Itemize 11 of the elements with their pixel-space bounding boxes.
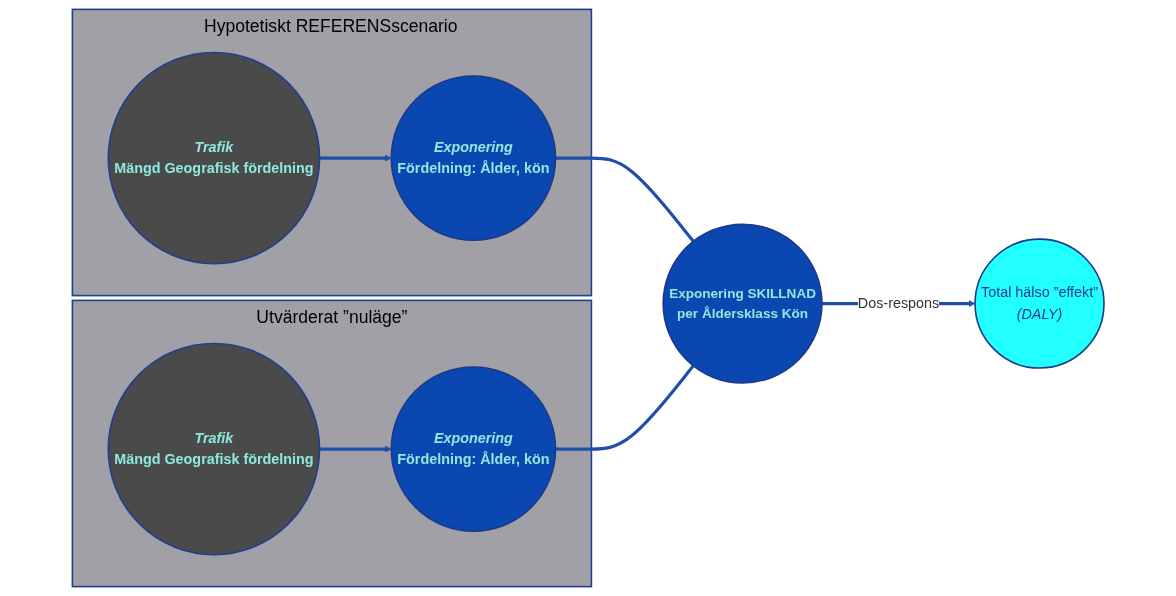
arrow <box>319 154 392 162</box>
node-circle: Trafik Mängd Geografisk fördelning <box>107 342 321 556</box>
node-circle: Total hälso ”effekt” (DALY) <box>974 238 1105 369</box>
node-circle: Exponering Fördelning: Ålder, kön <box>390 366 557 532</box>
arrow <box>319 445 392 453</box>
connector <box>555 156 695 243</box>
connector <box>555 364 695 451</box>
node-circle: Exponering SKILLNAD per Åldersklass Kön <box>662 223 823 384</box>
edge-label: Dos-respons <box>857 295 939 312</box>
node-circle: Exponering Fördelning: Ålder, kön <box>390 75 557 241</box>
node-circle: Trafik Mängd Geografisk fördelning <box>107 51 321 265</box>
